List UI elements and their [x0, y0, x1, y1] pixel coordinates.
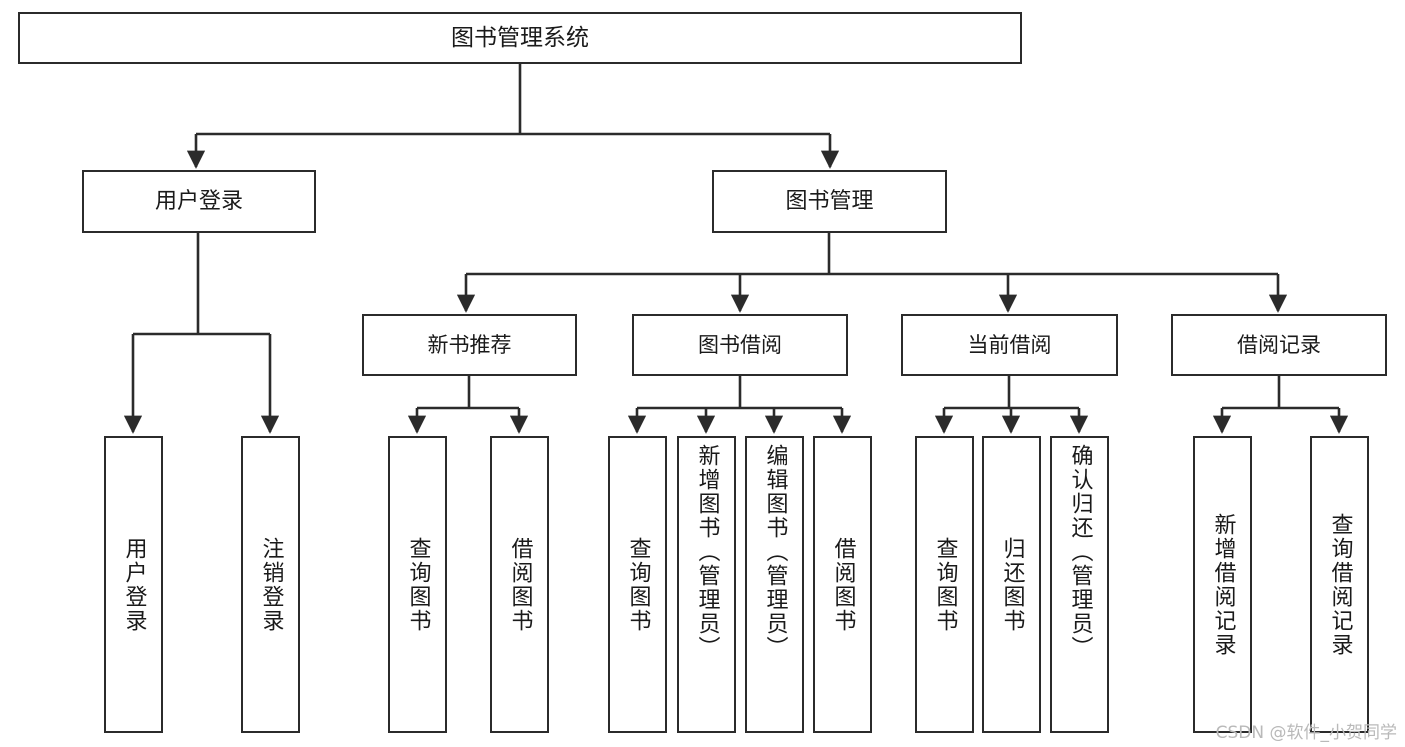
leaf-current-borrow-return-book[interactable]: 归还图书 — [982, 436, 1041, 733]
leaf-borrow-record-add-record[interactable]: 新增借阅记录 — [1193, 436, 1252, 733]
node-label: 新增借阅记录 — [1210, 512, 1236, 657]
node-label: 当前借阅 — [967, 332, 1052, 357]
leaf-current-borrow-query-book[interactable]: 查询图书 — [915, 436, 974, 733]
leaf-current-borrow-confirm-return-admin[interactable]: 确认归还（管理员） — [1050, 436, 1109, 733]
node-book-management[interactable]: 图书管理 — [712, 170, 947, 233]
leaf-book-borrow-borrow-book[interactable]: 借阅图书 — [813, 436, 872, 733]
node-label: 图书借阅 — [698, 332, 782, 357]
leaf-new-book-borrow-book[interactable]: 借阅图书 — [490, 436, 549, 733]
node-label: 图书管理 — [785, 188, 874, 214]
node-label: 新增图书（管理员） — [694, 444, 720, 660]
node-label: 查询借阅记录 — [1327, 512, 1353, 657]
leaf-user-login-logout[interactable]: 注销登录 — [241, 436, 300, 733]
node-current-borrow[interactable]: 当前借阅 — [901, 314, 1118, 376]
node-user-login[interactable]: 用户登录 — [82, 170, 316, 233]
node-label: 确认归还（管理员） — [1067, 444, 1093, 660]
node-label: 借阅记录 — [1237, 332, 1321, 357]
node-label: 借阅图书 — [830, 536, 856, 633]
node-new-book-recommend[interactable]: 新书推荐 — [362, 314, 577, 376]
node-root-book-management-system[interactable]: 图书管理系统 — [18, 12, 1022, 64]
node-label: 图书管理系统 — [451, 24, 589, 51]
node-label: 用户登录 — [154, 188, 243, 214]
leaf-book-borrow-edit-book-admin[interactable]: 编辑图书（管理员） — [745, 436, 804, 733]
leaf-borrow-record-query-record[interactable]: 查询借阅记录 — [1310, 436, 1369, 733]
node-book-borrow[interactable]: 图书借阅 — [632, 314, 848, 376]
node-label: 新书推荐 — [427, 332, 512, 357]
node-label: 注销登录 — [258, 536, 284, 633]
node-label: 借阅图书 — [507, 536, 533, 633]
edges-root — [123, 64, 1349, 434]
leaf-book-borrow-query-book[interactable]: 查询图书 — [608, 436, 667, 733]
leaf-new-book-query-book[interactable]: 查询图书 — [388, 436, 447, 733]
node-label: 查询图书 — [405, 536, 431, 633]
node-label: 用户登录 — [121, 536, 147, 633]
leaf-book-borrow-add-book-admin[interactable]: 新增图书（管理员） — [677, 436, 736, 733]
node-label: 查询图书 — [625, 536, 651, 633]
node-label: 查询图书 — [932, 536, 958, 633]
node-borrow-record[interactable]: 借阅记录 — [1171, 314, 1387, 376]
node-label: 编辑图书（管理员） — [762, 444, 788, 660]
node-label: 归还图书 — [999, 536, 1025, 633]
leaf-user-login-login[interactable]: 用户登录 — [104, 436, 163, 733]
